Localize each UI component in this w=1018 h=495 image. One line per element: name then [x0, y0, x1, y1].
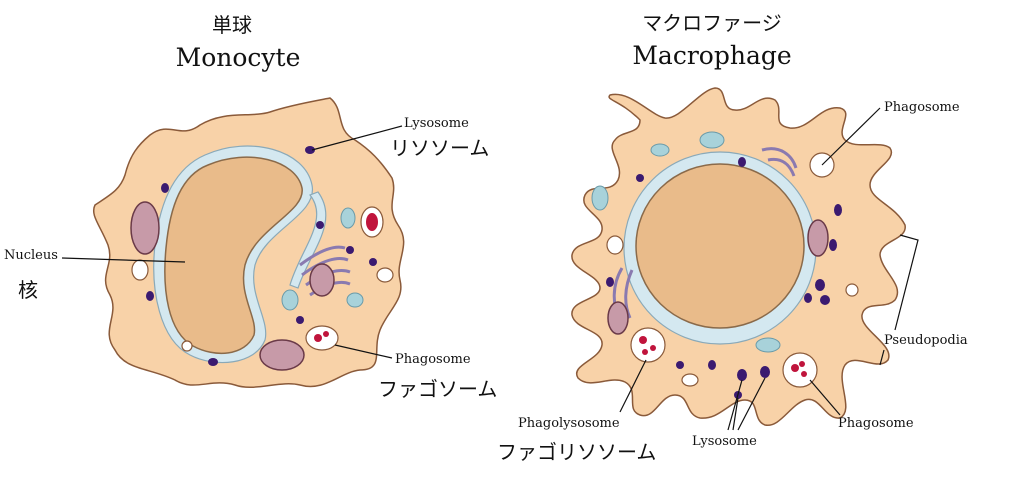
- monocyte-vesicle: [281, 289, 299, 311]
- monocyte-mitochondrion: [309, 263, 335, 297]
- macrophage-vesicle: [699, 131, 725, 149]
- monocyte-lysosome: [346, 246, 354, 254]
- monocyte-vesicle: [340, 207, 356, 229]
- phagolysosome-content: [650, 345, 656, 351]
- lysosome-leader-3: [732, 397, 739, 431]
- macrophage-lysosome: [815, 279, 825, 291]
- monocyte-lysosome: [146, 291, 154, 301]
- macrophage-lysosomes: [606, 157, 842, 399]
- lysosome-leader: [311, 125, 403, 151]
- macrophage-lysosome: [676, 361, 684, 369]
- phagosome-content: [791, 364, 799, 372]
- monocyte-phagosome-content: [323, 331, 329, 337]
- phagosome-label-jp: ファゴソーム: [378, 377, 497, 401]
- macrophage-lysosome: [737, 369, 747, 381]
- macrophage-vacuole: [845, 283, 859, 297]
- macrophage-cell: [571, 87, 906, 426]
- macrophage-lysosome: [820, 295, 830, 305]
- monocyte-vacuole: [131, 259, 149, 281]
- pseudopodia-label: Pseudopodia: [884, 333, 968, 348]
- monocyte-lysosome: [316, 221, 324, 229]
- monocyte-phagosome-content: [366, 213, 378, 231]
- macrophage-lysosome: [829, 239, 837, 251]
- lysosome-leader-1: [727, 379, 743, 431]
- monocyte-cell: [93, 97, 405, 388]
- phagosome-top-label: Phagosome: [884, 100, 960, 115]
- phagosome-content: [801, 371, 807, 377]
- phagosome-content: [799, 361, 805, 367]
- monocyte-lysosome: [305, 146, 315, 154]
- macrophage-vesicle: [755, 337, 781, 353]
- macrophage-nucleus: [635, 163, 805, 329]
- monocyte-nucleus: [164, 156, 303, 355]
- macrophage-mitochondrion: [807, 219, 829, 257]
- phagolysosome-label-jp: ファゴリソソーム: [497, 440, 656, 464]
- monocyte-lysosome: [296, 316, 304, 324]
- monocyte-phagosome-content: [314, 334, 322, 342]
- pseudopodia-leader: [894, 234, 919, 331]
- monocyte-lysosome: [369, 258, 377, 266]
- monocyte-vacuole: [181, 340, 193, 352]
- macrophage-lysosome: [606, 277, 614, 287]
- pseudopodia-leader-2: [879, 349, 885, 366]
- phagolysosome-label: Phagolysosome: [518, 416, 620, 431]
- phagosome-label: Phagosome: [395, 352, 471, 367]
- lysosome-label: Lysosome: [404, 116, 469, 131]
- macrophage-vesicle: [650, 143, 670, 157]
- monocyte-vesicle: [346, 292, 364, 308]
- phagosome-leader: [334, 344, 393, 359]
- macrophage-lysosome: [708, 360, 716, 370]
- macrophage-mitochondrion: [607, 301, 629, 335]
- phagolysosome-content: [642, 349, 648, 355]
- macrophage-phagosome: [782, 352, 818, 388]
- phagosome-bottom-leader: [809, 379, 841, 416]
- macrophage-lysosome: [738, 157, 746, 167]
- monocyte-lysosome: [208, 358, 218, 366]
- macrophage-lysosome: [760, 366, 770, 378]
- monocyte-mitochondrion: [259, 339, 305, 371]
- nucleus-label: Nucleus: [4, 248, 58, 263]
- monocyte-vacuole: [376, 267, 394, 283]
- macrophage-lysosome: [636, 174, 644, 182]
- phagolysosome-leader: [619, 359, 647, 413]
- phagolysosome-content: [639, 336, 647, 344]
- monocyte-lysosome: [161, 183, 169, 193]
- macrophage-lysosome: [834, 204, 842, 216]
- lysosome-leader-2: [737, 377, 766, 431]
- macrophage-golgi: [612, 147, 798, 321]
- monocyte-golgi: [299, 245, 351, 297]
- nucleus-leader: [61, 257, 186, 263]
- lysosome-label-jp: リソソーム: [390, 136, 489, 160]
- phagosome-top-leader: [821, 107, 881, 166]
- macrophage-vesicle: [591, 185, 609, 211]
- monocyte-er: [289, 191, 327, 289]
- monocyte-title-jp: 単球: [212, 13, 252, 37]
- macrophage-title-en: Macrophage: [632, 41, 791, 70]
- macrophage-vacuole: [681, 373, 699, 387]
- monocyte-mitochondrion: [130, 201, 160, 255]
- macrophage-phagolysosome: [630, 327, 666, 363]
- lysosome-bottom-label: Lysosome: [692, 434, 757, 449]
- macrophage-vacuole: [606, 235, 624, 255]
- macrophage-title-jp: マクロファージ: [642, 11, 782, 35]
- macrophage-lysosome: [804, 293, 812, 303]
- nucleus-label-jp: 核: [18, 278, 38, 302]
- phagosome-bottom-label: Phagosome: [838, 416, 914, 431]
- monocyte-title-en: Monocyte: [176, 43, 301, 72]
